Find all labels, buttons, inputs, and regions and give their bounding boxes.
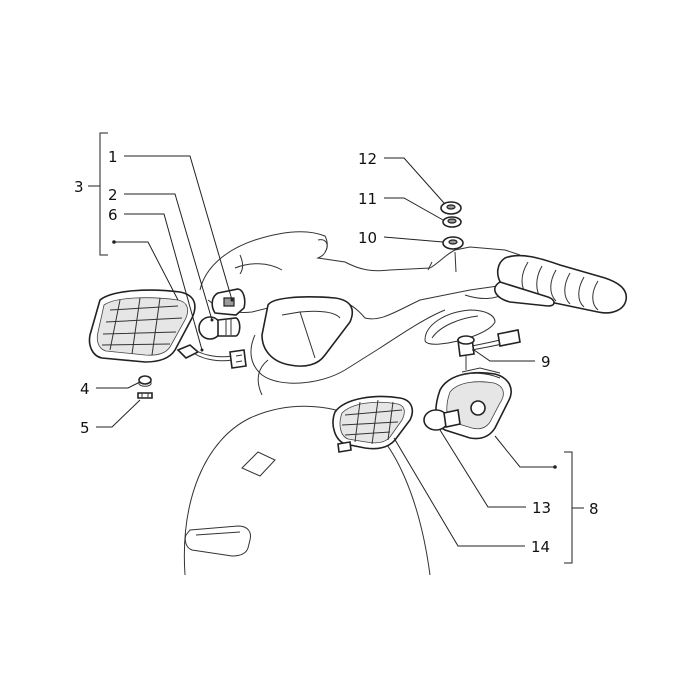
callout-2: 2 — [108, 186, 118, 204]
callout-6: 6 — [108, 206, 118, 224]
washer-11 — [442, 216, 462, 228]
bulb-holder — [211, 288, 246, 316]
nut-12 — [440, 201, 462, 215]
washer-10 — [442, 236, 464, 250]
screw — [137, 392, 153, 399]
nut — [138, 375, 152, 387]
front-turn-signal-lens — [332, 395, 414, 453]
right-turn-signal-housing — [435, 367, 512, 440]
callout-3: 3 — [74, 178, 84, 196]
left-turn-signal-lens — [88, 289, 196, 363]
callout-13: 13 — [532, 499, 551, 517]
callout-14: 14 — [531, 538, 550, 556]
callout-4: 4 — [80, 380, 90, 398]
right-turn-signal-bulb — [423, 409, 461, 431]
leader-lines — [88, 132, 584, 564]
callout-8: 8 — [589, 500, 599, 518]
callout-12: 12 — [358, 150, 377, 168]
callout-11: 11 — [358, 190, 377, 208]
callout-5: 5 — [80, 419, 90, 437]
callout-9: 9 — [541, 353, 551, 371]
callout-labels: 3 1 2 6 4 5 12 11 10 9 13 8 14 — [74, 148, 599, 556]
bulb-socket-connector — [457, 329, 521, 370]
wiring-harness — [176, 344, 247, 369]
scooter-body — [183, 231, 521, 576]
stud-axis — [454, 251, 457, 273]
callout-10: 10 — [358, 229, 377, 247]
handlebar-grip — [494, 254, 628, 314]
callout-1: 1 — [108, 148, 118, 166]
bulb — [198, 316, 241, 340]
